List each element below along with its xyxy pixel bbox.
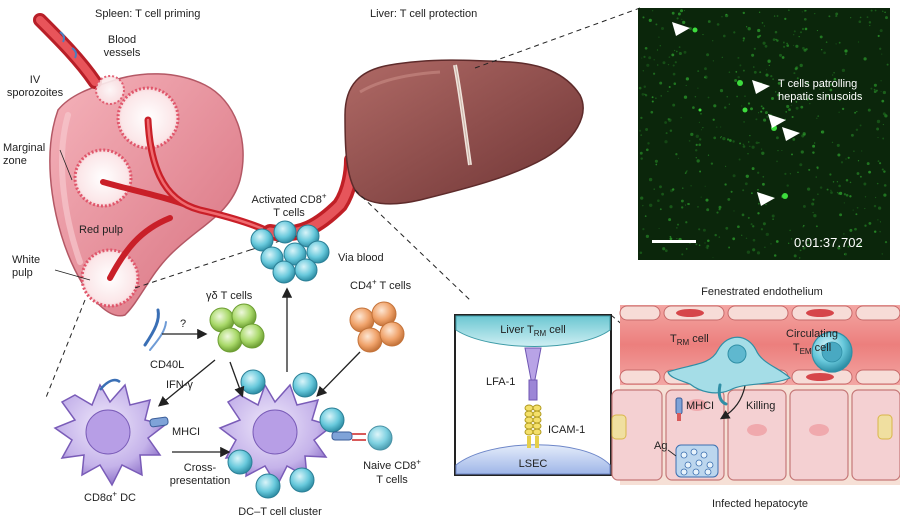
white-pulp-label: White pulp: [12, 254, 41, 279]
patrolling-label: T cells patrolling hepatic sinusoids: [778, 78, 863, 103]
liver-trm-label: Liver TRM cell: [500, 324, 566, 339]
liver: [344, 59, 584, 205]
follicle: [73, 148, 133, 208]
activated-cd8-cluster: [250, 220, 330, 284]
trm-cell-label: TRM cell: [670, 333, 709, 348]
gd-t-cells: [209, 303, 265, 353]
question-mark: ?: [180, 318, 187, 330]
fenestrated-endothelium-label: Fenestrated endothelium: [701, 286, 823, 298]
mhci-dc-label: MHCI: [172, 426, 201, 438]
dc-t-cluster-label: DC–T cell cluster: [238, 506, 322, 518]
naive-cd8-label-line2: T cells: [376, 474, 408, 486]
cd8a-dc-label: CD8α+ DC: [84, 489, 136, 504]
label-leaders: [54, 149, 91, 281]
lfa1-icam1-inset: [454, 314, 612, 476]
activated-cd8-label: Activated CD8+: [251, 191, 327, 206]
gd-t-cells-label: γδ T cells: [206, 290, 253, 302]
spleen-title: Spleen: T cell priming: [95, 8, 201, 20]
microscopy-timestamp: 0:01:37.702: [794, 235, 863, 250]
infected-hepatocyte-label: Infected hepatocyte: [711, 498, 809, 510]
cd4-t-cells: [349, 301, 405, 353]
via-blood-label: Via blood: [338, 252, 384, 264]
red-pulp-label: Red pulp: [79, 224, 124, 236]
iv-sporozoites-label: IV sporozoites: [6, 74, 64, 99]
blood-vessels-label: Blood vessels: [103, 34, 141, 59]
ag-label: Ag: [654, 440, 668, 452]
liver-sinusoid: [611, 305, 900, 485]
icam1-label: ICAM-1: [548, 424, 586, 436]
lfa1-label: LFA-1: [486, 376, 516, 388]
lsec-label: LSEC: [518, 458, 548, 470]
marginal-zone-label: Marginal zone: [3, 142, 46, 167]
cross-presentation-label: Cross- presentation: [169, 462, 231, 487]
circulating-tem-label: Circulating: [786, 328, 838, 340]
liver-title: Liver: T cell protection: [370, 8, 478, 20]
cd40l-label: CD40L: [150, 359, 185, 371]
circulating-tem-label-line2: TEM cell: [792, 342, 832, 357]
follicle: [95, 75, 125, 105]
incoming-blood-vessel: [33, 13, 102, 89]
ifn-gamma-label: IFN-γ: [166, 379, 193, 391]
killing-label: Killing: [746, 400, 776, 412]
activated-cd8-label-line2: T cells: [273, 207, 305, 219]
white-pulp-follicles: [73, 75, 180, 308]
dc-t-cell-cluster: [218, 369, 393, 499]
zoom-lines-liver: [354, 7, 641, 301]
mhci-liver-label: MHCI: [686, 400, 715, 412]
cd8a-dendritic-cell: [53, 378, 169, 487]
spleen-arrows: [157, 287, 361, 458]
sporozoite: [143, 308, 167, 351]
naive-cd8-label: Naive CD8+: [363, 457, 421, 472]
cd4-t-cells-label: CD4+ T cells: [350, 277, 412, 292]
microscopy-panel: [638, 8, 890, 260]
